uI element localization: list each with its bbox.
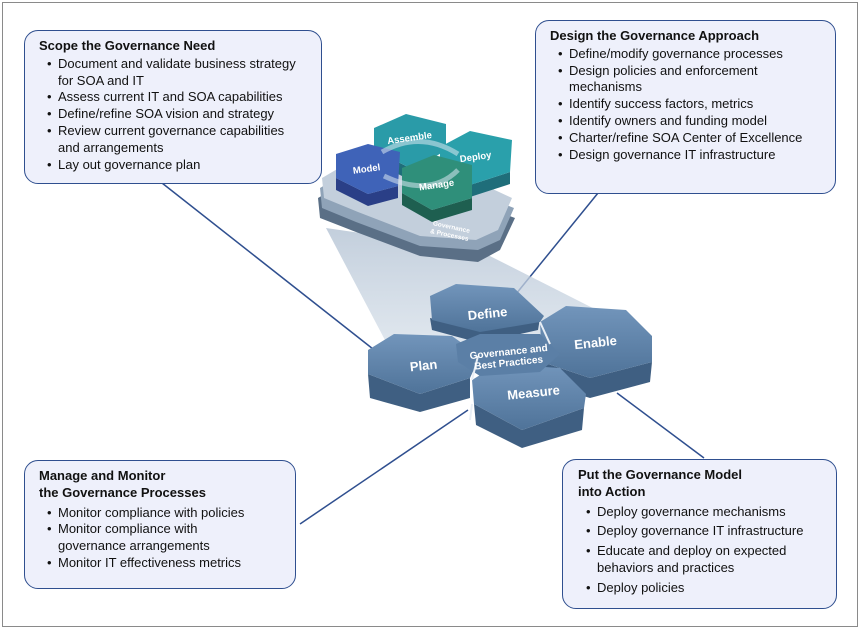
list-item: Design policies and enforcement mechanis…	[558, 63, 823, 97]
model-hex-side	[336, 178, 398, 206]
list-item: Deploy governance mechanisms	[586, 504, 824, 521]
manage-label: Manage	[418, 178, 455, 194]
hex-separator-1	[471, 355, 479, 381]
center-hex[interactable]	[456, 334, 560, 376]
define-label: Define	[467, 304, 508, 323]
list-item: Educate and deploy on expected behaviors…	[586, 543, 824, 577]
manage-monitor-box: Manage and Monitor the Governance Proces…	[24, 460, 296, 589]
list-item: Review current governance capabilities a…	[47, 123, 309, 157]
list-item: Lay out governance plan	[47, 157, 309, 174]
hex-separator-2	[539, 321, 551, 345]
bottom-hex-cluster: Define Plan Enable Measure Governance an…	[368, 284, 652, 448]
plan-label: Plan	[409, 357, 438, 375]
manage-hex-side	[402, 193, 472, 222]
list-item: Assess current IT and SOA capabilities	[47, 89, 309, 106]
action-box-list: Deploy governance mechanisms Deploy gove…	[578, 504, 824, 597]
model-label: Model	[352, 162, 381, 177]
enable-label: Enable	[574, 333, 618, 352]
top-hex-cluster: Assemble Deploy Model Manage Governance …	[318, 114, 515, 262]
flow-arrow-top	[380, 139, 460, 157]
plan-hex-side	[368, 374, 470, 412]
scope-box-list: Document and validate business strategy …	[39, 56, 309, 174]
connector-manage	[299, 409, 469, 525]
list-item: Design governance IT infrastructure	[558, 147, 823, 164]
list-item: Monitor compliance with policies	[47, 505, 283, 522]
design-box-list: Define/modify governance processes Desig…	[550, 46, 823, 164]
list-item: Charter/refine SOA Center of Excellence	[558, 130, 823, 147]
scope-box-title: Scope the Governance Need	[39, 38, 216, 53]
define-hex[interactable]	[430, 284, 544, 332]
design-governance-box: Design the Governance Approach Define/mo…	[535, 20, 836, 194]
flow-arrow-bottom	[382, 168, 460, 189]
action-governance-box: Put the Governance Model into Action Dep…	[562, 459, 837, 609]
manage-box-title-line1: Manage and Monitor	[39, 468, 166, 483]
list-item: Monitor IT effectiveness metrics	[47, 555, 283, 572]
connector-action	[616, 392, 705, 459]
deploy-label: Deploy	[459, 150, 493, 165]
action-box-title-line2: into Action	[578, 483, 646, 499]
action-box-title: Put the Governance Model into Action	[578, 467, 824, 501]
manage-box-list: Monitor compliance with policies Monitor…	[39, 505, 283, 572]
list-item: Identify success factors, metrics	[558, 96, 823, 113]
list-item: Document and validate business strategy …	[47, 56, 309, 90]
hex-separator-3	[469, 403, 473, 421]
list-item: Define/modify governance processes	[558, 46, 823, 63]
list-item: Identify owners and funding model	[558, 113, 823, 130]
measure-hex[interactable]	[472, 364, 586, 430]
list-item: Deploy governance IT infrastructure	[586, 523, 824, 540]
design-box-title: Design the Governance Approach	[550, 28, 760, 43]
manage-box-title-line2: the Governance Processes	[39, 484, 206, 500]
measure-label: Measure	[507, 382, 561, 402]
list-item: Monitor compliance with governance arran…	[47, 521, 283, 555]
plan-hex[interactable]	[368, 334, 480, 394]
list-item: Define/refine SOA vision and strategy	[47, 106, 309, 123]
action-box-title-line1: Put the Governance Model	[578, 467, 742, 482]
scope-governance-box: Scope the Governance Need Document and v…	[24, 30, 322, 184]
enable-hex[interactable]	[540, 306, 652, 378]
model-hex[interactable]	[336, 144, 400, 194]
list-item: Deploy policies	[586, 580, 824, 597]
manage-box-title: Manage and Monitor the Governance Proces…	[39, 468, 283, 502]
measure-hex-side	[474, 404, 584, 448]
connector-scope	[161, 182, 374, 350]
